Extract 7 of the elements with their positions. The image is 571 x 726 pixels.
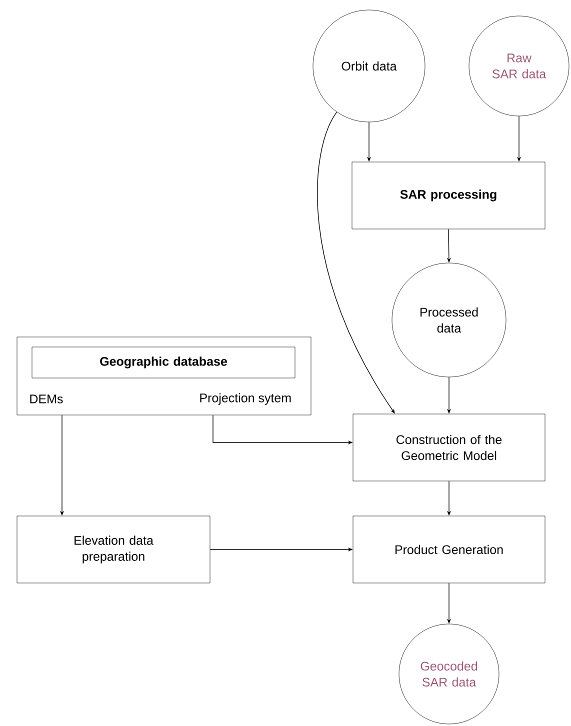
database-title-box: Geographic database	[32, 346, 296, 378]
process-box: SAR processing	[352, 162, 546, 230]
process-box: Elevation data preparation	[16, 516, 210, 584]
process-box: Product Generation	[352, 516, 546, 584]
process-box: Construction of the Geometric Model	[352, 414, 546, 482]
group-label: Projection sytem	[200, 393, 291, 405]
group-label: DEMs	[30, 394, 63, 404]
